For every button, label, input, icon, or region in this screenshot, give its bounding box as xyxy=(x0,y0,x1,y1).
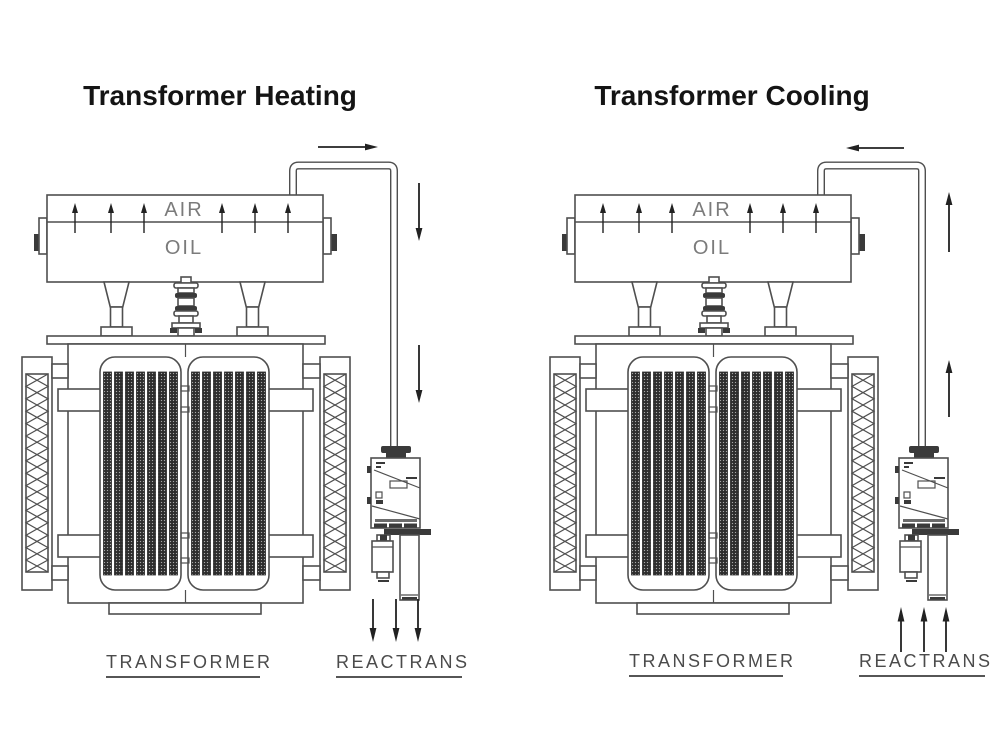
arrow-up-icon xyxy=(920,607,928,652)
arrow-down-icon xyxy=(415,183,423,241)
cooling-flow-arrows xyxy=(846,144,953,652)
title-cooling: Transformer Cooling xyxy=(594,80,870,111)
oil-label-heating: OIL xyxy=(164,237,204,259)
arrow-down-icon xyxy=(415,345,423,403)
caption-reactrans-cooling: REACTRANS xyxy=(859,651,990,677)
arrow-right-icon xyxy=(318,143,378,151)
caption-reactrans-heating: REACTRANS xyxy=(336,652,467,678)
caption-transformer-heating: TRANSFORMER xyxy=(106,652,270,678)
oil-label-cooling: OIL xyxy=(692,237,732,259)
air-label-heating: AIR xyxy=(164,199,204,221)
caption-transformer-cooling: TRANSFORMER xyxy=(629,651,793,677)
heating-flow-arrows xyxy=(318,143,423,642)
arrow-up-icon xyxy=(942,607,950,652)
air-label-cooling: AIR xyxy=(692,199,732,221)
arrow-up-icon xyxy=(897,607,905,652)
arrow-down-icon xyxy=(392,599,400,642)
arrow-up-icon xyxy=(945,360,953,417)
title-heating: Transformer Heating xyxy=(83,80,357,111)
arrow-left-icon xyxy=(846,144,904,152)
arrow-down-icon xyxy=(414,599,422,642)
arrow-up-icon xyxy=(945,192,953,252)
arrow-down-icon xyxy=(369,599,377,642)
transformer-unit-cooling xyxy=(550,166,959,615)
transformer-unit-heating xyxy=(22,166,431,615)
